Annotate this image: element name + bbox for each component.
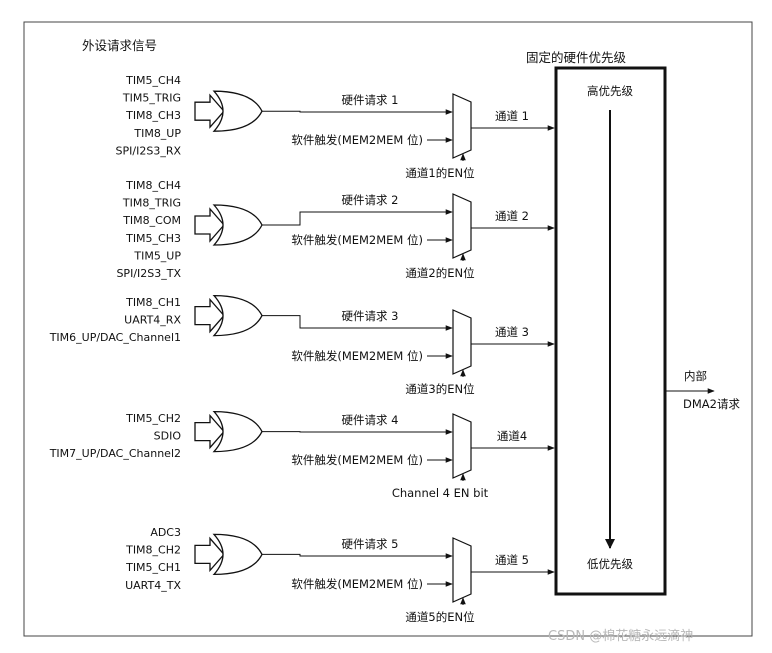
peripheral-signal-label: TIM8_CH1 (125, 296, 181, 309)
peripheral-signal-label: TIM8_COM (122, 214, 181, 227)
peripheral-signal-label: TIM8_CH2 (125, 544, 181, 557)
peripheral-signal-label: TIM6_UP/DAC_Channel1 (49, 331, 181, 344)
signal-bundle-arrow (194, 93, 225, 129)
peripheral-signal-label: TIM5_CH4 (125, 74, 181, 87)
channel-multiplexer (452, 193, 472, 259)
internal-label: 内部 (684, 369, 707, 383)
hardware-request-label: 硬件请求 3 (342, 309, 399, 323)
enable-bit-label: 通道2的EN位 (405, 266, 474, 280)
csdn-watermark: CSDN @棉花糖永远滴神 (548, 628, 693, 644)
software-trigger-label: 软件触发(MEM2MEM 位) (291, 453, 423, 467)
dma2-request-label: DMA2请求 (683, 397, 740, 411)
peripheral-signal-label: TIM8_CH3 (125, 109, 181, 122)
channel-multiplexer (452, 93, 472, 159)
peripheral-signal-label: TIM5_CH2 (125, 412, 181, 425)
peripheral-requests-title: 外设请求信号 (82, 38, 157, 53)
peripheral-signal-label: SPI/I2S3_TX (116, 267, 181, 280)
peripheral-signal-label: TIM8_CH4 (125, 179, 181, 192)
or-gate (212, 410, 263, 453)
signal-bundle-arrow (194, 536, 225, 573)
software-trigger-label: 软件触发(MEM2MEM 位) (291, 233, 423, 247)
enable-bit-label: 通道3的EN位 (405, 382, 474, 396)
signal-bundle-arrow (194, 413, 225, 450)
high-priority-label: 高优先级 (587, 84, 633, 98)
peripheral-signal-label: UART4_RX (124, 314, 181, 327)
software-trigger-label: 软件触发(MEM2MEM 位) (291, 349, 423, 363)
channel-multiplexer (452, 537, 472, 603)
channel-label: 通道 5 (495, 553, 529, 567)
signal-bundle-arrow (194, 207, 225, 243)
hardware-request-line (262, 553, 453, 559)
peripheral-signal-label: SPI/I2S3_RX (116, 144, 182, 157)
channel-label: 通道 2 (495, 209, 529, 223)
peripheral-signal-label: SDIO (154, 430, 182, 443)
or-gate (212, 294, 263, 337)
fixed-priority-title: 固定的硬件优先级 (526, 50, 627, 65)
hardware-request-label: 硬件请求 2 (342, 193, 399, 207)
hardware-request-label: 硬件请求 5 (342, 537, 399, 551)
software-trigger-label: 软件触发(MEM2MEM 位) (291, 577, 423, 591)
or-gate (212, 533, 263, 576)
or-gate (212, 204, 263, 246)
hardware-request-label: 硬件请求 1 (342, 93, 399, 107)
peripheral-signal-label: ADC3 (150, 526, 181, 539)
peripheral-signal-label: TIM8_TRIG (122, 197, 181, 210)
hardware-request-line (262, 209, 453, 226)
low-priority-label: 低优先级 (587, 557, 633, 571)
enable-bit-label: 通道5的EN位 (405, 610, 474, 624)
software-trigger-label: 软件触发(MEM2MEM 位) (291, 133, 423, 147)
peripheral-signal-label: TIM8_UP (133, 127, 181, 140)
channel-label: 通道 3 (495, 325, 529, 339)
peripheral-signal-label: TIM5_CH3 (125, 232, 181, 245)
hardware-request-line (262, 315, 453, 331)
peripheral-signal-label: TIM7_UP/DAC_Channel2 (49, 447, 181, 460)
signal-bundle-arrow (194, 297, 225, 334)
peripheral-signal-label: TIM5_UP (133, 249, 181, 262)
peripheral-signal-label: TIM5_TRIG (122, 92, 181, 105)
peripheral-signal-label: UART4_TX (125, 579, 181, 592)
hardware-request-label: 硬件请求 4 (342, 413, 399, 427)
channel-label: 通道 1 (495, 109, 529, 123)
diagram-frame (23, 21, 753, 637)
or-gate (212, 90, 263, 132)
enable-bit-label: 通道1的EN位 (405, 166, 474, 180)
channel-multiplexer (452, 413, 472, 479)
channel-label: 通道4 (497, 429, 527, 443)
peripheral-signal-label: TIM5_CH1 (125, 561, 181, 574)
channel-multiplexer (452, 309, 472, 375)
enable-bit-label: Channel 4 EN bit (392, 486, 489, 500)
hardware-request-line (262, 109, 453, 115)
